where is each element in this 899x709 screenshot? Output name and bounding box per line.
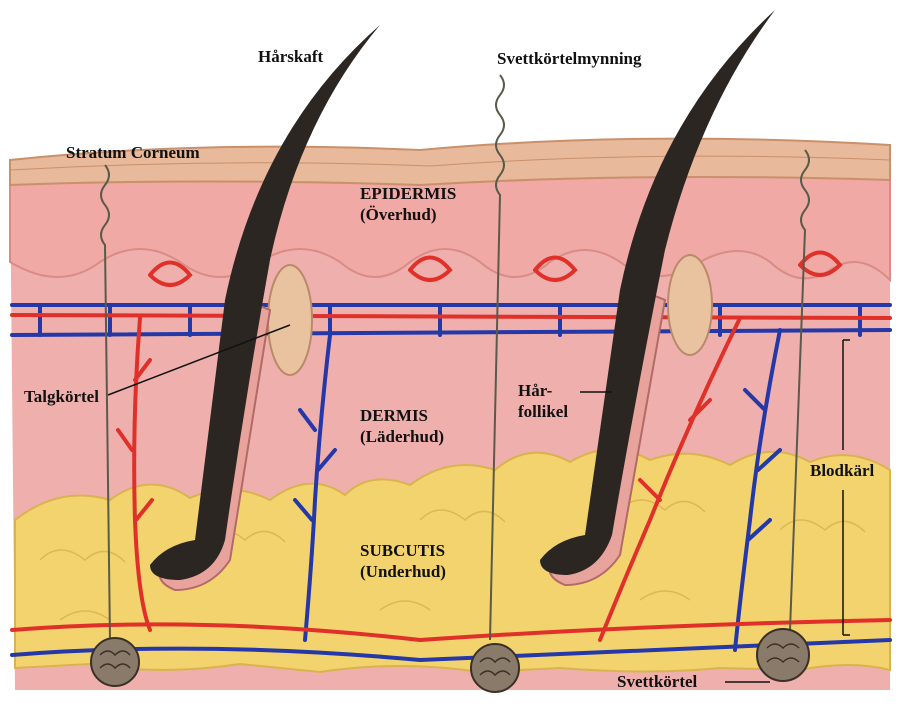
sebaceous-gland-left	[268, 265, 312, 375]
label-svettkortelmynning: Svettkörtelmynning	[497, 48, 642, 69]
label-blodkarl: Blodkärl	[810, 460, 874, 481]
label-harskaft: Hårskaft	[258, 46, 323, 67]
label-talgkortel: Talgkörtel	[24, 386, 99, 407]
label-harfollikel-line1: Hår-	[518, 380, 568, 401]
label-subcutis-line1: SUBCUTIS	[360, 540, 446, 561]
sebaceous-gland-right	[668, 255, 712, 355]
label-dermis-line2: (Läderhud)	[360, 426, 444, 447]
label-subcutis: SUBCUTIS (Underhud)	[360, 540, 446, 582]
label-dermis: DERMIS (Läderhud)	[360, 405, 444, 447]
label-epidermis: EPIDERMIS (Överhud)	[360, 183, 456, 225]
label-epidermis-line2: (Överhud)	[360, 204, 456, 225]
label-harfollikel: Hår- follikel	[518, 380, 568, 422]
label-stratum-corneum: Stratum Corneum	[66, 142, 200, 163]
label-harfollikel-line2: follikel	[518, 401, 568, 422]
label-dermis-line1: DERMIS	[360, 405, 444, 426]
label-svettkortel: Svettkörtel	[617, 671, 697, 692]
label-epidermis-line1: EPIDERMIS	[360, 183, 456, 204]
label-subcutis-line2: (Underhud)	[360, 561, 446, 582]
